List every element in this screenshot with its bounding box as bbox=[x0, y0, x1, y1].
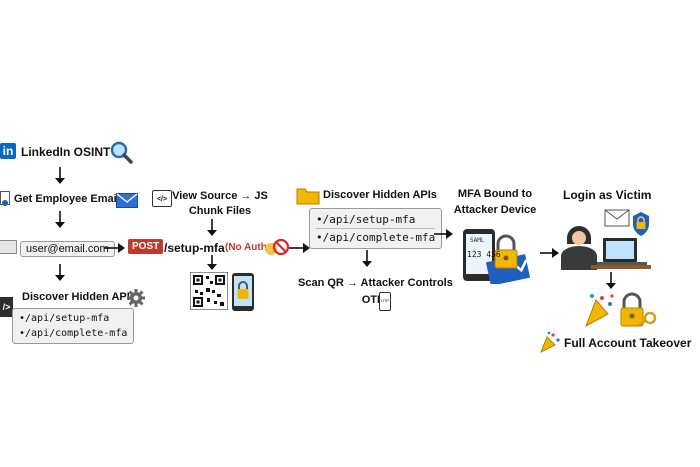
scan-qr-line1: Scan QR → Attacker Controls bbox=[298, 277, 453, 289]
celebration-lock-key-icon bbox=[585, 292, 657, 328]
no-auth-label: (No Auth bbox=[225, 242, 267, 253]
phone-otp-code: 123 456 bbox=[467, 250, 501, 259]
code-icon: /> bbox=[0, 297, 13, 317]
phone-otp-icon: OTP bbox=[379, 292, 391, 311]
arrow-down-icon bbox=[207, 255, 217, 270]
endpoint-item: •/api/complete-mfa bbox=[19, 328, 128, 339]
gear-icon bbox=[127, 289, 145, 307]
view-source-line2: Chunk Files bbox=[188, 205, 252, 217]
document-icon bbox=[0, 191, 10, 206]
magnifier-icon bbox=[110, 141, 133, 164]
hacker-at-laptop-icon bbox=[561, 209, 651, 270]
discover-hidden-apis-label: Discover Hidden APIs bbox=[22, 291, 136, 303]
arrow-down-icon bbox=[55, 264, 65, 281]
arrow-down-icon bbox=[606, 272, 616, 289]
arrow-down-icon bbox=[55, 211, 65, 228]
login-as-victim-label: Login as Victim bbox=[563, 188, 652, 202]
arrow-down-icon bbox=[207, 219, 217, 236]
arrow-right-icon bbox=[104, 243, 125, 253]
view-source-line1: View Source → JS bbox=[172, 190, 268, 202]
linkedin-osint-label: LinkedIn OSINT bbox=[21, 145, 111, 159]
arrow-down-icon bbox=[362, 250, 372, 267]
discover-hidden-apis-label-2: Discover Hidden APIs bbox=[323, 189, 437, 201]
view-source-icon: </> bbox=[152, 190, 172, 207]
post-badge: POST bbox=[128, 239, 164, 254]
folder-icon bbox=[296, 188, 320, 205]
endpoint-item: •/api/setup-mfa bbox=[316, 213, 416, 226]
phone-mfa-device-icon bbox=[463, 229, 531, 284]
arrow-down-icon bbox=[55, 167, 65, 184]
qr-code-icon bbox=[190, 272, 228, 310]
no-auth-prohibited-icon bbox=[265, 238, 290, 256]
view-source-label: View Source → JS Chunk Files bbox=[160, 190, 280, 217]
email-field: user@email.com bbox=[20, 241, 115, 257]
mfa-bound-line2: Attacker Device bbox=[453, 204, 537, 216]
mfa-bound-label: MFA Bound to Attacker Device bbox=[452, 188, 538, 216]
endpoint-list-2: •/api/setup-mfa •/api/complete-mfa bbox=[309, 208, 443, 249]
party-popper-icon bbox=[540, 331, 560, 353]
phone-label: SAML bbox=[470, 237, 485, 244]
envelope-icon bbox=[116, 193, 138, 208]
arrow-right-icon bbox=[540, 248, 559, 258]
arrow-right-icon bbox=[434, 229, 453, 239]
get-employee-email-label: Get Employee Email bbox=[14, 193, 120, 205]
linkedin-icon: in bbox=[0, 143, 16, 159]
phone-lock-icon bbox=[232, 273, 254, 311]
full-account-takeover-label: Full Account Takeover bbox=[564, 336, 692, 350]
browser-bar-icon bbox=[0, 240, 17, 254]
scan-qr-label: Scan QR → Attacker Controls OTP bbox=[298, 277, 453, 306]
arrow-right-icon bbox=[289, 243, 310, 253]
scan-qr-line2: OTP bbox=[361, 294, 385, 306]
mfa-bound-line1: MFA Bound to bbox=[457, 188, 533, 200]
endpoint-list: •/api/setup-mfa •/api/complete-mfa bbox=[12, 308, 135, 344]
post-endpoint-label: /setup-mfa bbox=[164, 241, 225, 255]
endpoint-item: •/api/complete-mfa bbox=[316, 228, 436, 246]
endpoint-item: •/api/setup-mfa bbox=[19, 313, 110, 324]
